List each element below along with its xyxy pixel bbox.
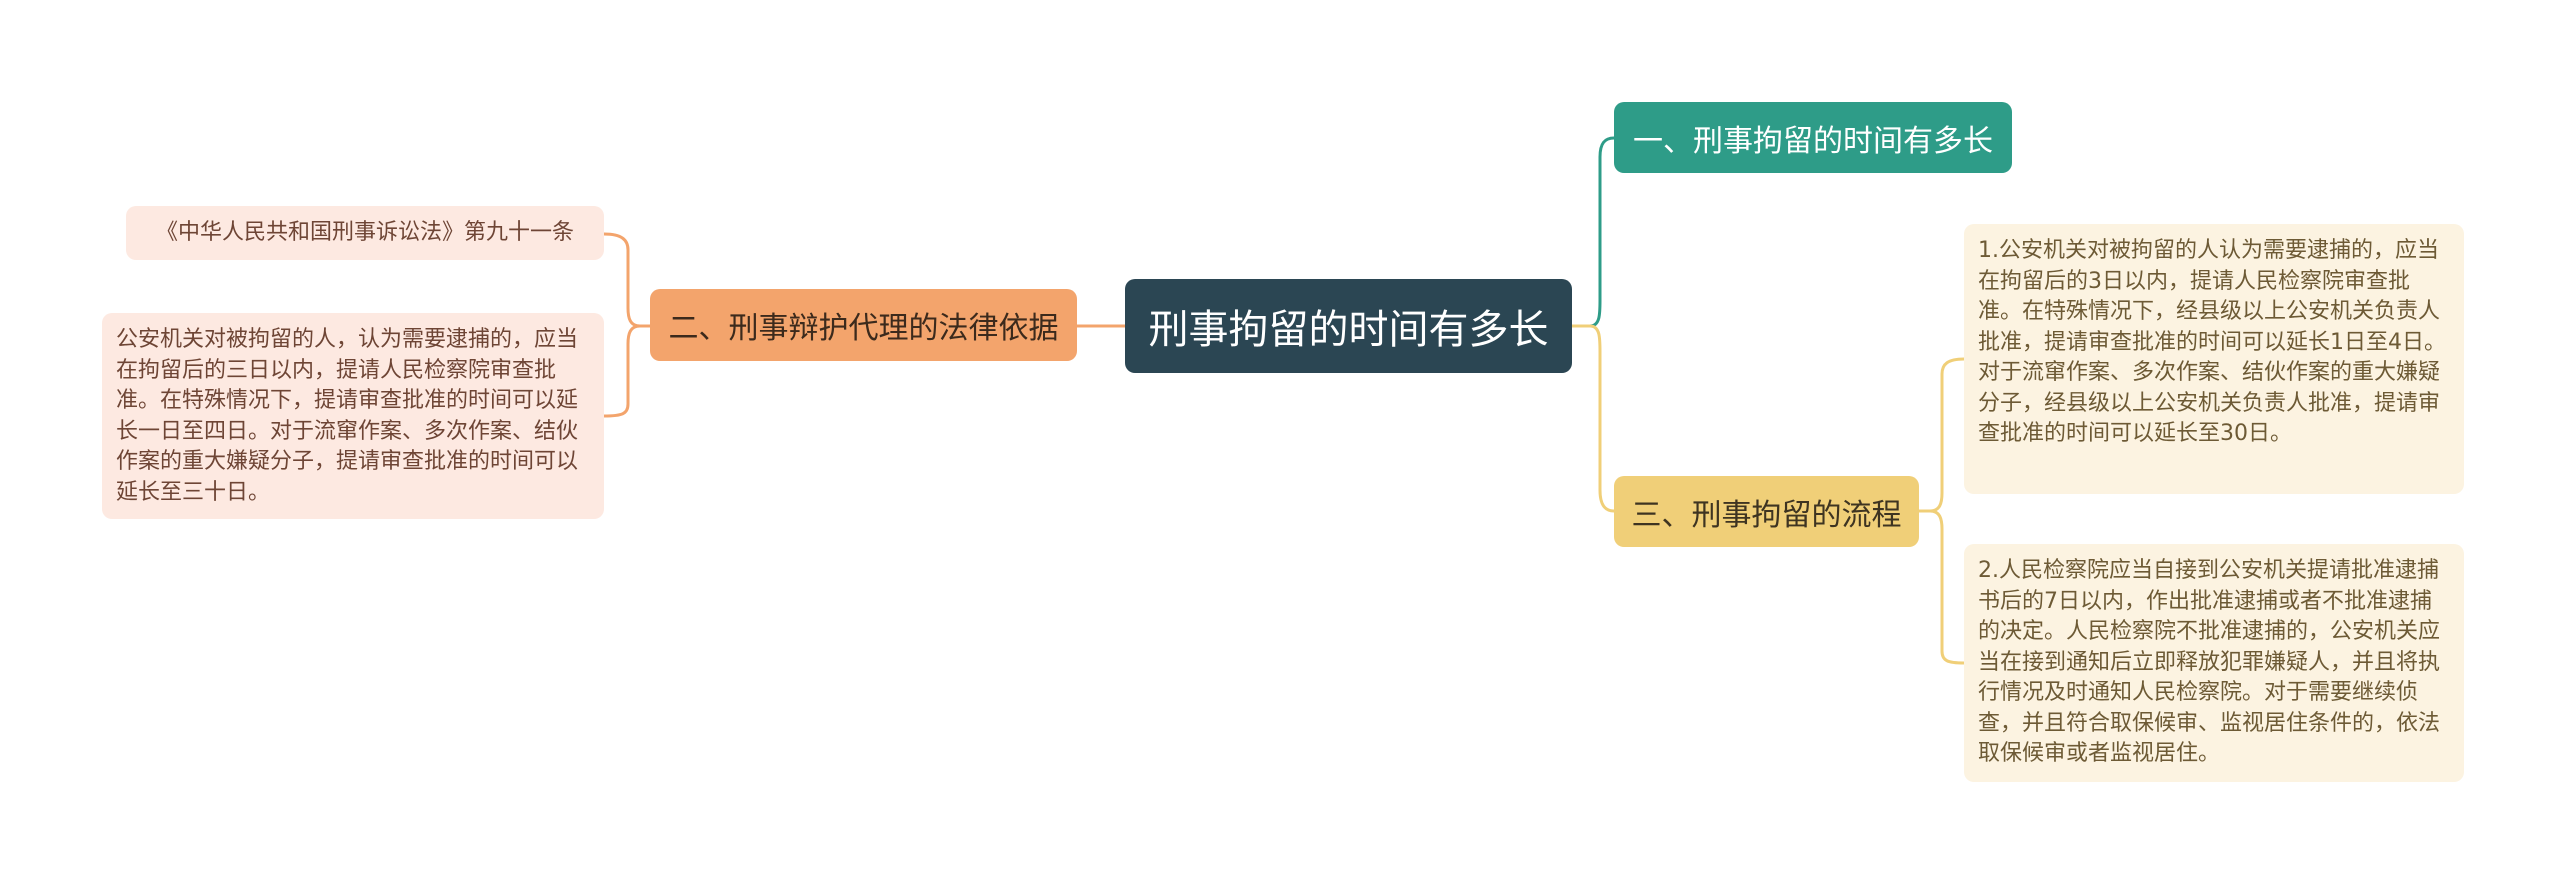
leaf-node-2-1[interactable]: 《中华人民共和国刑事诉讼法》第九十一条 xyxy=(126,206,604,260)
branch-label-3: 三、刑事拘留的流程 xyxy=(1631,497,1902,533)
branch-node-1[interactable]: 一、刑事拘留的时间有多长 xyxy=(1614,102,2012,173)
branch-node-3[interactable]: 三、刑事拘留的流程 xyxy=(1614,476,1919,547)
leaf-text-2-2: 公安机关对被拘留的人，认为需要逮捕的，应当在拘留后的三日以内，提请人民检察院审查… xyxy=(116,327,579,505)
connector-branch2-leaf1 xyxy=(603,232,650,328)
root-node[interactable]: 刑事拘留的时间有多长 xyxy=(1125,279,1572,373)
leaf-node-3-1[interactable]: 1.公安机关对被拘留的人认为需要逮捕的，应当在拘留后的3日以内，提请人民检察院审… xyxy=(1964,224,2464,494)
leaf-node-2-2[interactable]: 公安机关对被拘留的人，认为需要逮捕的，应当在拘留后的三日以内，提请人民检察院审查… xyxy=(102,313,604,519)
branch-label-2: 二、刑事辩护代理的法律依据 xyxy=(668,311,1059,346)
branch-label-1: 一、刑事拘留的时间有多长 xyxy=(1633,123,1993,159)
branch-node-2[interactable]: 二、刑事辩护代理的法律依据 xyxy=(650,289,1077,361)
leaf-text-3-1: 1.公安机关对被拘留的人认为需要逮捕的，应当在拘留后的3日以内，提请人民检察院审… xyxy=(1978,238,2446,446)
connector-root-branch1 xyxy=(1572,136,1615,328)
connector-branch3-leaf1 xyxy=(1919,357,1965,513)
leaf-text-3-2: 2.人民检察院应当自接到公安机关提请批准逮捕书后的7日以内，作出批准逮捕或者不批… xyxy=(1978,558,2441,766)
connector-branch3-leaf2 xyxy=(1919,509,1965,665)
connector-root-branch3 xyxy=(1572,324,1615,513)
root-label: 刑事拘留的时间有多长 xyxy=(1148,307,1549,353)
connector-branch2-leaf2 xyxy=(603,324,650,418)
leaf-node-3-2[interactable]: 2.人民检察院应当自接到公安机关提请批准逮捕书后的7日以内，作出批准逮捕或者不批… xyxy=(1964,544,2464,782)
leaf-text-2-1: 《中华人民共和国刑事诉讼法》第九十一条 xyxy=(155,219,574,245)
